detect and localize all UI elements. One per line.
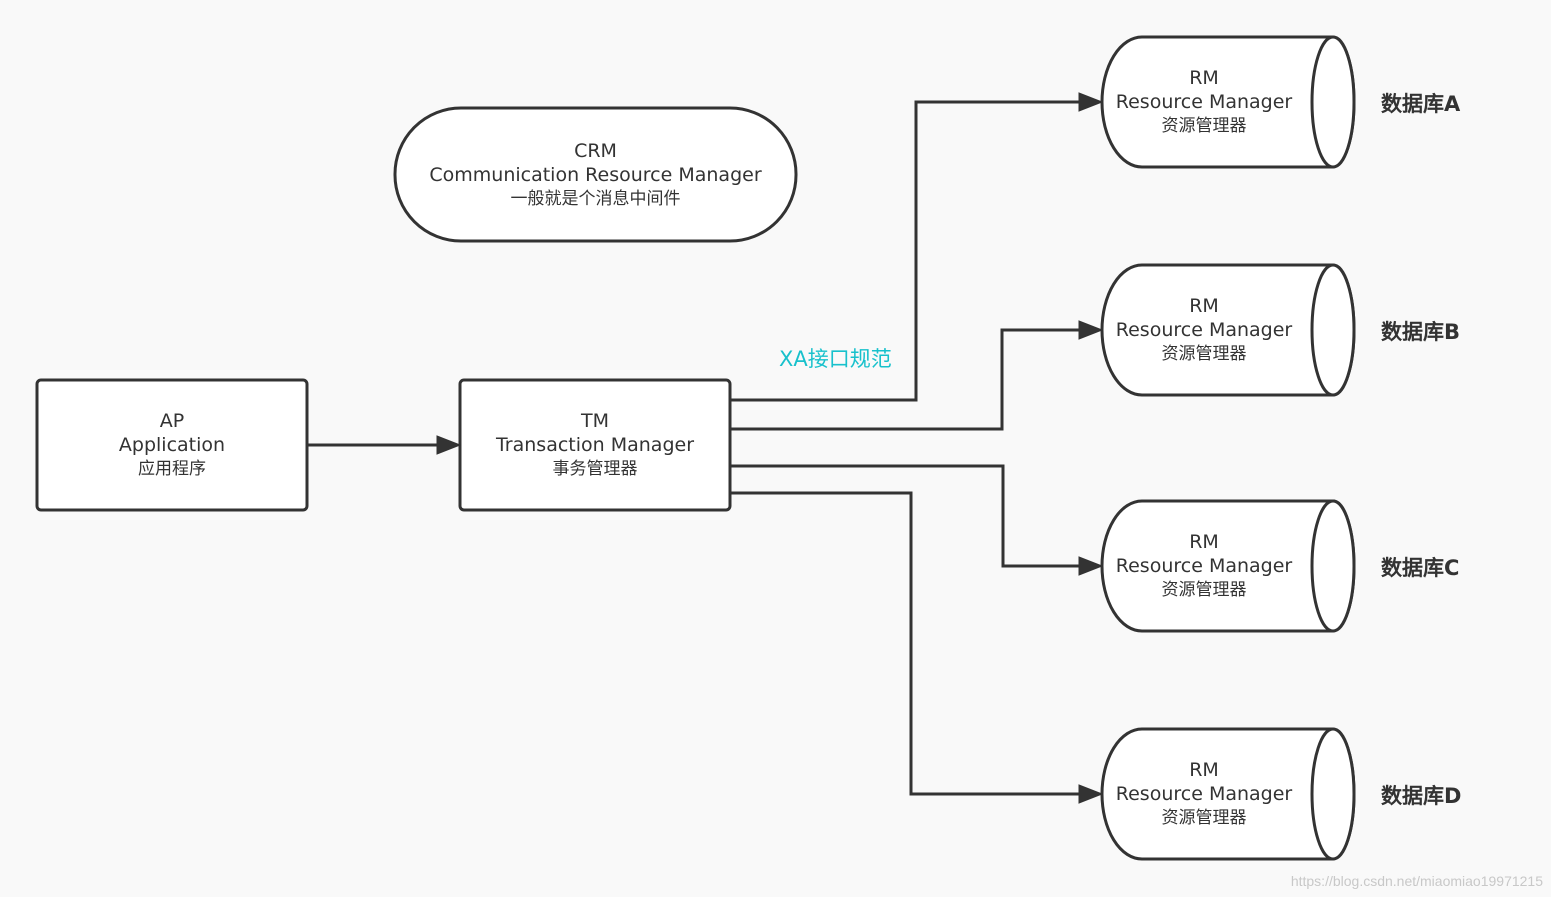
tm-node-shape xyxy=(458,378,732,512)
arrowhead-rm-a xyxy=(1078,92,1104,112)
database-label-a: 数据库A xyxy=(1381,92,1461,116)
edge-tm-to-rm-a xyxy=(731,100,1082,402)
arrowhead-tm xyxy=(436,435,462,455)
rm-d-node-shape xyxy=(1100,727,1356,861)
ap-node-shape xyxy=(35,378,309,512)
watermark: https://blog.csdn.net/miaomiao19971215 xyxy=(1290,873,1543,889)
arrowhead-rm-d xyxy=(1078,784,1104,804)
rm-a-node-shape xyxy=(1100,35,1356,169)
edge-tm-to-rm-c xyxy=(731,464,1082,568)
database-label-b: 数据库B xyxy=(1381,320,1461,344)
database-label-c: 数据库C xyxy=(1381,556,1460,580)
database-label-d: 数据库D xyxy=(1381,784,1462,808)
arrowhead-rm-c xyxy=(1078,556,1104,576)
xa-interface-label: XA接口规范 xyxy=(779,347,892,371)
crm-node-shape xyxy=(393,106,798,243)
arrowhead-rm-b xyxy=(1078,320,1104,340)
rm-c-node-shape xyxy=(1100,499,1356,633)
edge-tm-to-rm-d xyxy=(731,491,1082,796)
rm-b-node-shape xyxy=(1100,263,1356,397)
edge-tm-to-rm-b xyxy=(731,328,1082,431)
